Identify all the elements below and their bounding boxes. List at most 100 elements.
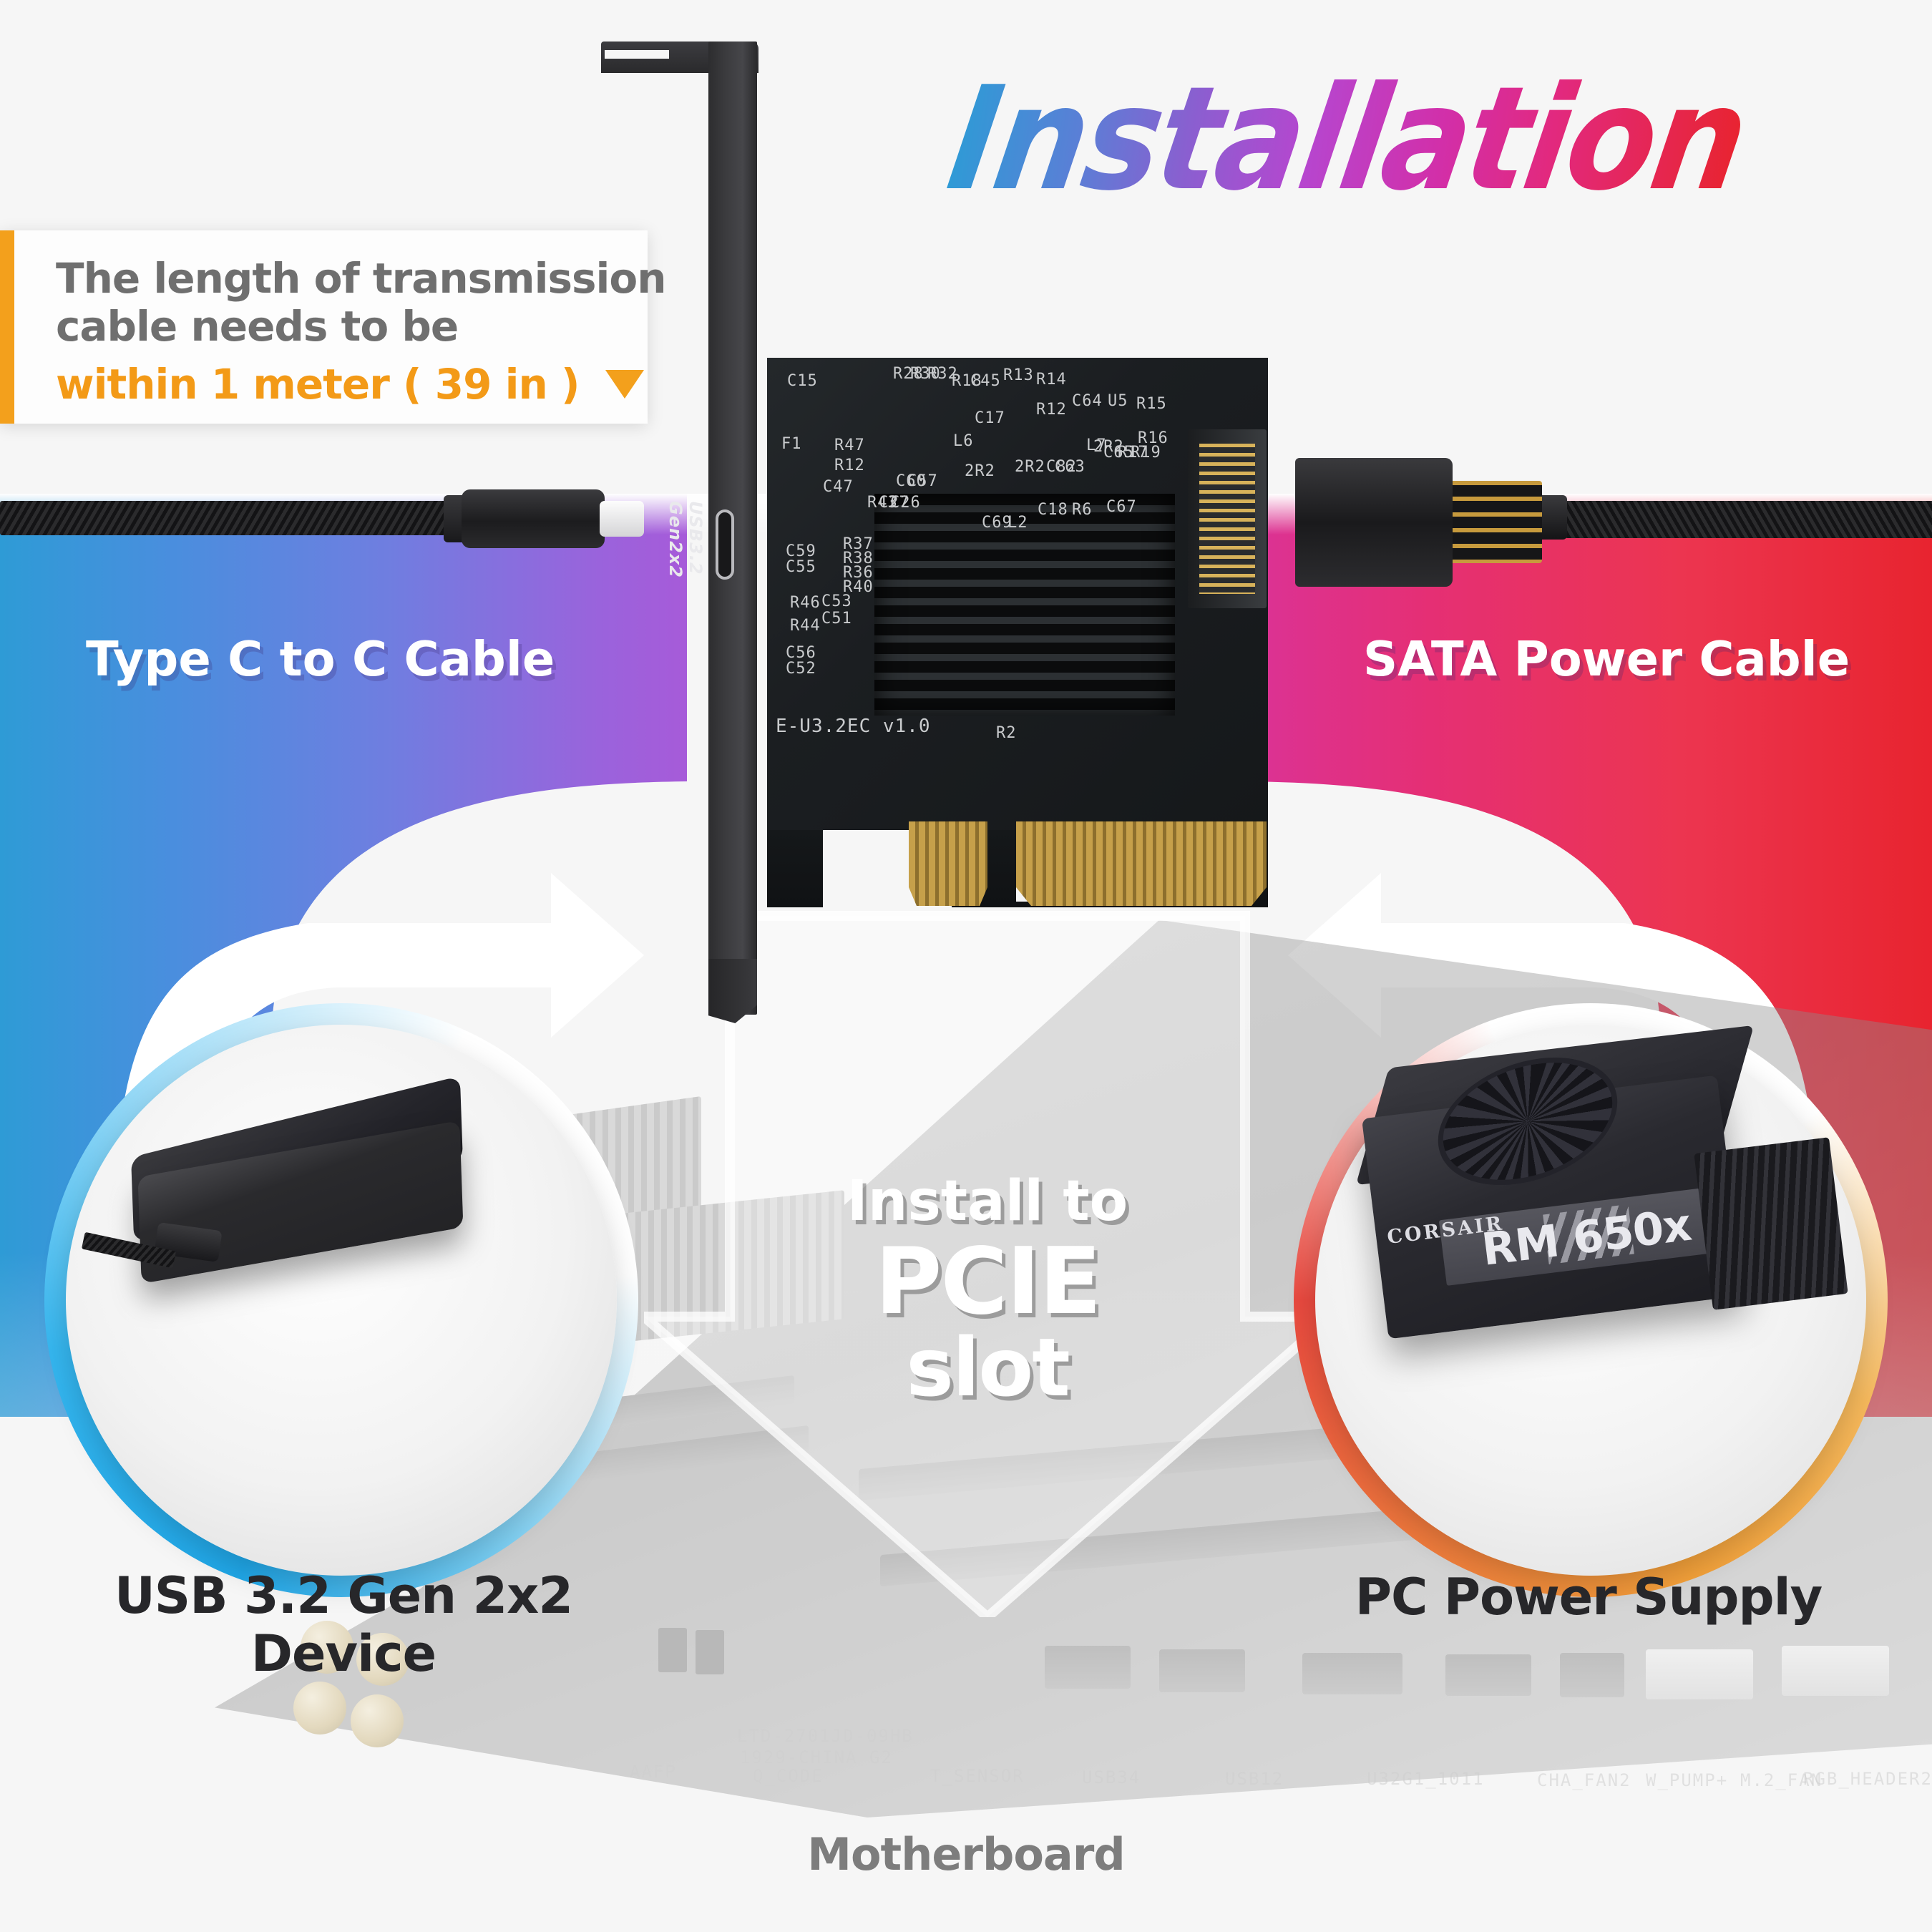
- pcb-component-ref: C82: [1046, 458, 1077, 476]
- pcb-component-ref: C27: [879, 494, 909, 512]
- caption-usb-device: USB 3.2 Gen 2x2 Device: [43, 1566, 644, 1684]
- pcb-component-ref: R6: [1072, 501, 1093, 519]
- motherboard-silkscreen-label: W_PUMP+: [1646, 1770, 1729, 1790]
- pcb-component-ref: R46: [790, 594, 821, 612]
- pcb-component-ref: C15: [787, 372, 818, 390]
- pcb-component-ref: C56: [786, 644, 816, 662]
- triangle-down-icon: [605, 370, 644, 399]
- pcie-gold-fingers-short: [909, 821, 987, 906]
- pcb-component-ref: 2R2: [1015, 458, 1045, 476]
- pcb-component-ref: 2R2: [965, 462, 995, 480]
- pcb-component-ref: R37: [843, 535, 874, 553]
- type-c-cable-braid: [0, 501, 472, 535]
- motherboard-silkscreen-label: RGB_HEADER2: [1803, 1769, 1932, 1789]
- motherboard-capacitor: [301, 1621, 353, 1674]
- psu-modular-cables: [1694, 1137, 1848, 1310]
- pcb-component-ref: R47: [834, 436, 865, 454]
- pcb-component-ref: R12: [1036, 401, 1067, 419]
- pcb-component-ref: C55: [786, 558, 816, 576]
- install-instruction: Install to PCIE slot: [787, 1174, 1188, 1408]
- motherboard-qcode-digit: [658, 1628, 687, 1672]
- motherboard-silkscreen-label: M.2_FAN: [1740, 1770, 1823, 1790]
- motherboard-capacitor: [351, 1694, 404, 1747]
- sata-cable-braid: [1538, 501, 1932, 538]
- pcb-component-ref: R16: [1138, 429, 1169, 447]
- motherboard-silkscreen-label: T_SENSOR: [930, 1766, 1025, 1786]
- sata-power-connector: [1295, 458, 1453, 587]
- pcb-component-ref: L6: [953, 432, 974, 450]
- page-title: Installation: [938, 56, 1757, 223]
- pcb-component-ref: C51: [821, 610, 852, 628]
- pcie-gold-fingers-long: [1016, 821, 1267, 906]
- pcb-component-ref: C65: [1103, 444, 1134, 462]
- note-highlight-text: within 1 meter ( 39 in ): [56, 360, 580, 409]
- bracket-notch: [605, 50, 669, 59]
- pcb-component-ref: R38: [843, 550, 874, 567]
- type-c-plug: [462, 489, 605, 548]
- install-line-1: Install to: [847, 1169, 1128, 1234]
- motherboard-silkscreen-label: Q_CODE: [753, 1766, 824, 1786]
- pcb-component-ref: C17: [975, 409, 1005, 427]
- pcb-component-ref: C67: [1106, 498, 1137, 516]
- pcb-component-ref: C45: [970, 372, 1001, 390]
- pcb-component-ref: R32: [927, 365, 958, 383]
- motherboard-silkscreen-label: USB34: [1082, 1767, 1141, 1787]
- caption-usb-device-line2: Device: [250, 1624, 436, 1684]
- motherboard-silkscreen-label: LTD-2701JD-09HB: [737, 1726, 914, 1746]
- pcb-component-ref: C69: [982, 514, 1013, 532]
- pcb-component-ref: C26: [890, 494, 921, 512]
- pcb-component-ref: R30: [910, 365, 941, 383]
- usb-c-port[interactable]: [716, 509, 734, 580]
- pcb-component-ref: L7: [1086, 436, 1107, 454]
- pcb-component-ref: R40: [843, 578, 874, 596]
- note-highlight-row: within 1 meter ( 39 in ): [56, 360, 648, 409]
- motherboard-header: [1560, 1653, 1624, 1697]
- card-heatsink: [874, 494, 1175, 716]
- pcb-component-ref: R12: [834, 457, 865, 474]
- install-down-arrow: [644, 911, 1331, 1617]
- pcb-component-ref: U5: [1108, 392, 1128, 410]
- pcb-component-ref: R43: [867, 494, 898, 512]
- usb-c-port-label: USB3.2 Gen2x2: [665, 501, 706, 578]
- pcb-component-ref: 2R2: [1093, 438, 1124, 456]
- pcb-component-ref: C63: [1055, 458, 1085, 476]
- install-line-3: slot: [906, 1322, 1070, 1415]
- pcb-revision-silkscreen: E-U3.2EC v1.0: [776, 716, 931, 737]
- motherboard-rgb-header: [1646, 1649, 1753, 1699]
- pcb-component-ref: R17: [1118, 444, 1148, 462]
- motherboard-silkscreen-label: 1929-CHINA G2: [740, 1747, 893, 1767]
- caption-usb-device-line1: USB 3.2 Gen 2x2: [114, 1566, 573, 1625]
- type-c-plug-tip: [600, 501, 644, 537]
- motherboard-silkscreen-label: U32G1_1011: [1367, 1769, 1485, 1789]
- pcb-component-ref: L2: [1008, 514, 1028, 532]
- pcb-component-ref: R19: [1131, 444, 1161, 462]
- motherboard-qcode-digit: [696, 1630, 724, 1674]
- motherboard-capacitor: [356, 1633, 409, 1686]
- pcb-component-ref: R28: [893, 365, 924, 383]
- motherboard-silkscreen-label: USB12: [1225, 1769, 1284, 1789]
- pcb-component-ref: R2: [996, 724, 1017, 742]
- motherboard-header: [1159, 1649, 1245, 1692]
- note-line-1: The length of transmission: [56, 254, 667, 303]
- pcb-component-ref: R15: [1136, 395, 1167, 413]
- pcb-component-ref: C64: [1072, 392, 1103, 410]
- motherboard-header: [1302, 1653, 1402, 1694]
- caption-pc-power-supply: PC Power Supply: [1355, 1568, 1823, 1626]
- label-sata-power-cable: SATA Power Cable: [1363, 631, 1850, 687]
- install-line-2: PCIE: [874, 1229, 1102, 1335]
- pcb-component-ref: C47: [823, 478, 854, 496]
- note-line-2: cable needs to be: [56, 301, 459, 351]
- motherboard-header: [1045, 1646, 1131, 1689]
- pcb-component-ref: C59: [786, 542, 816, 560]
- sata-header-pins: [1199, 444, 1255, 594]
- pcb-component-ref: R18: [952, 372, 982, 390]
- label-type-c-cable: Type C to C Cable: [86, 631, 555, 687]
- motherboard-header: [1445, 1654, 1531, 1696]
- left-arrow-path: [113, 873, 644, 1338]
- pcb-component-ref: C52: [786, 660, 816, 678]
- pcb-component-ref: C57: [907, 472, 938, 490]
- pcb-component-ref: C53: [821, 592, 852, 610]
- pcb-component-ref: C60: [896, 472, 927, 490]
- pcb-component-ref: R36: [843, 564, 874, 582]
